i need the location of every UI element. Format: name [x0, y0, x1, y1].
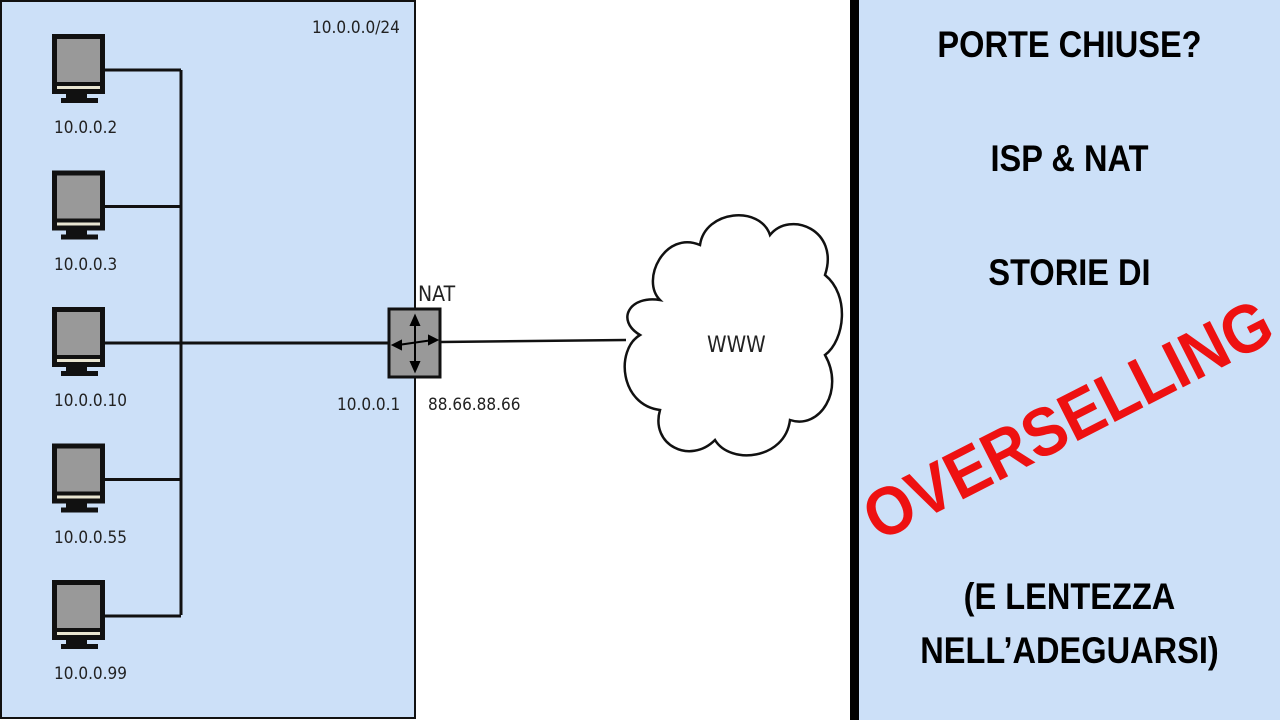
nat-inside-ip: 10.0.0.1 — [337, 395, 401, 415]
network-diagram — [52, 34, 844, 649]
computer-icon — [52, 34, 181, 103]
title-line-5: NELL’ADEGUARSI) — [920, 630, 1219, 671]
title-line-3: STORIE DI — [988, 252, 1151, 293]
subnet-label: 10.0.0.0/24 — [312, 18, 400, 38]
computer-icon — [52, 443, 181, 513]
computer-icon — [52, 580, 181, 649]
title-line-4: (E LENTEZZA — [963, 576, 1176, 617]
host-ip-label: 10.0.0.55 — [54, 527, 127, 548]
computer-icon — [52, 170, 181, 240]
title-line-2: ISP & NAT — [990, 138, 1149, 179]
computer-icon — [52, 307, 181, 376]
nat-label: NAT — [418, 282, 456, 306]
host-ip-label: 10.0.0.10 — [54, 391, 127, 411]
www-label: WWW — [707, 333, 766, 358]
host-ip-label: 10.0.0.99 — [54, 664, 127, 684]
title-line-1: PORTE CHIUSE? — [937, 24, 1202, 65]
host-ip-label: 10.0.0.2 — [54, 118, 118, 138]
panel-divider — [850, 0, 859, 720]
cloud-icon — [623, 214, 844, 457]
router-icon — [387, 307, 442, 379]
title-panel: PORTE CHIUSE? ISP & NAT STORIE DI (E LEN… — [859, 0, 1280, 720]
nat-outside-ip: 88.66.88.66 — [428, 395, 521, 415]
host-ip-label: 10.0.0.3 — [54, 254, 118, 275]
nat-to-www-link — [439, 338, 627, 344]
